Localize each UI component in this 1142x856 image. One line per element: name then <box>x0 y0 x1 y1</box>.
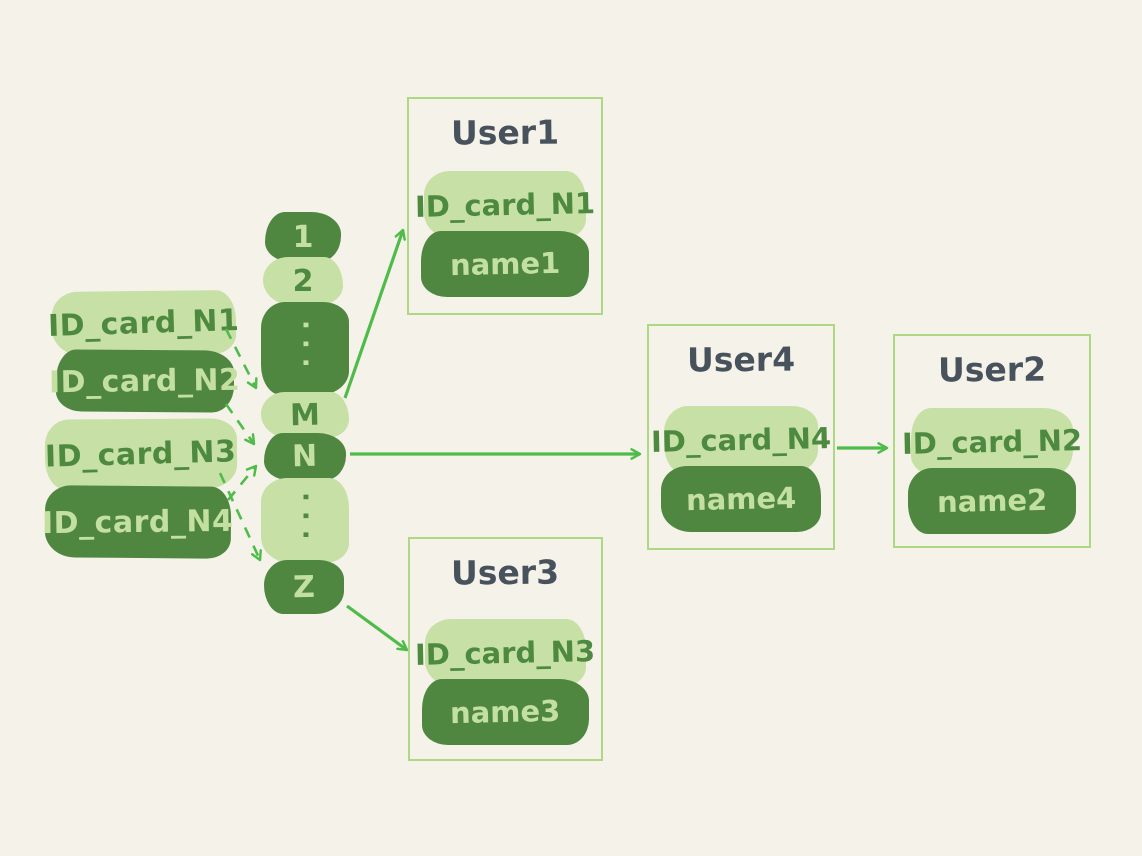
arrow-bucket-z-to-user3 <box>346 604 409 652</box>
bucket-ellipsis-lower: ··· <box>261 478 349 563</box>
user2-id-card-label: ID_card_N2 <box>901 423 1083 461</box>
bucket-z: Z <box>264 560 344 614</box>
id-card-n1: ID_card_N1 <box>48 290 240 356</box>
bucket-n-label: N <box>292 438 318 475</box>
user2-name-label: name2 <box>936 482 1048 520</box>
user2-id-card-field: ID_card_N2 <box>902 408 1082 476</box>
user4-id-card-field: ID_card_N4 <box>651 406 831 474</box>
id-card-n2-label: ID_card_N2 <box>49 362 241 400</box>
bucket-2-label: 2 <box>292 263 314 299</box>
user1-id-card-label: ID_card_N1 <box>414 186 596 224</box>
bucket-1-label: 1 <box>292 219 314 255</box>
user2-box: User2 ID_card_N2 name2 <box>893 334 1091 548</box>
user3-name-label: name3 <box>450 693 561 731</box>
id-card-n3: ID_card_N3 <box>44 418 238 490</box>
bucket-m-label: M <box>289 397 321 433</box>
bucket-1: 1 <box>265 212 341 262</box>
user1-title: User1 <box>450 112 560 153</box>
user4-name-label: name4 <box>685 480 797 518</box>
user1-box: User1 ID_card_N1 name1 <box>407 97 603 315</box>
id-card-n1-label: ID_card_N1 <box>47 302 241 344</box>
user3-name-field: name3 <box>422 679 589 745</box>
user3-id-card-label: ID_card_N3 <box>415 634 596 672</box>
user2-title: User2 <box>937 349 1047 390</box>
user4-title: User4 <box>686 339 796 380</box>
user1-id-card-field: ID_card_N1 <box>415 171 595 239</box>
bucket-ellipsis-lower-dots: ··· <box>290 492 320 549</box>
id-card-n4: ID_card_N4 <box>42 485 234 559</box>
bucket-ellipsis-upper: ··· <box>261 302 349 395</box>
user4-name-field: name4 <box>660 466 822 532</box>
bucket-n: N <box>264 433 346 480</box>
id-card-n2: ID_card_N2 <box>49 349 241 413</box>
user4-id-card-label: ID_card_N4 <box>650 421 832 459</box>
user4-box: User4 ID_card_N4 name4 <box>647 324 835 550</box>
user3-box: User3 ID_card_N3 name3 <box>408 537 603 761</box>
bucket-ellipsis-upper-dots: ··· <box>290 320 320 377</box>
bucket-z-label: Z <box>292 569 316 605</box>
bucket-2: 2 <box>263 257 343 305</box>
user2-name-field: name2 <box>907 468 1077 534</box>
user1-name-field: name1 <box>421 231 589 297</box>
bucket-m: M <box>261 392 349 438</box>
user3-id-card-field: ID_card_N3 <box>415 619 596 687</box>
user3-title: User3 <box>451 552 560 593</box>
arrow-bucket-m-to-user1 <box>343 228 406 399</box>
id-card-n4-label: ID_card_N4 <box>42 503 234 541</box>
user1-name-label: name1 <box>449 245 561 283</box>
id-card-n3-label: ID_card_N3 <box>44 433 238 475</box>
